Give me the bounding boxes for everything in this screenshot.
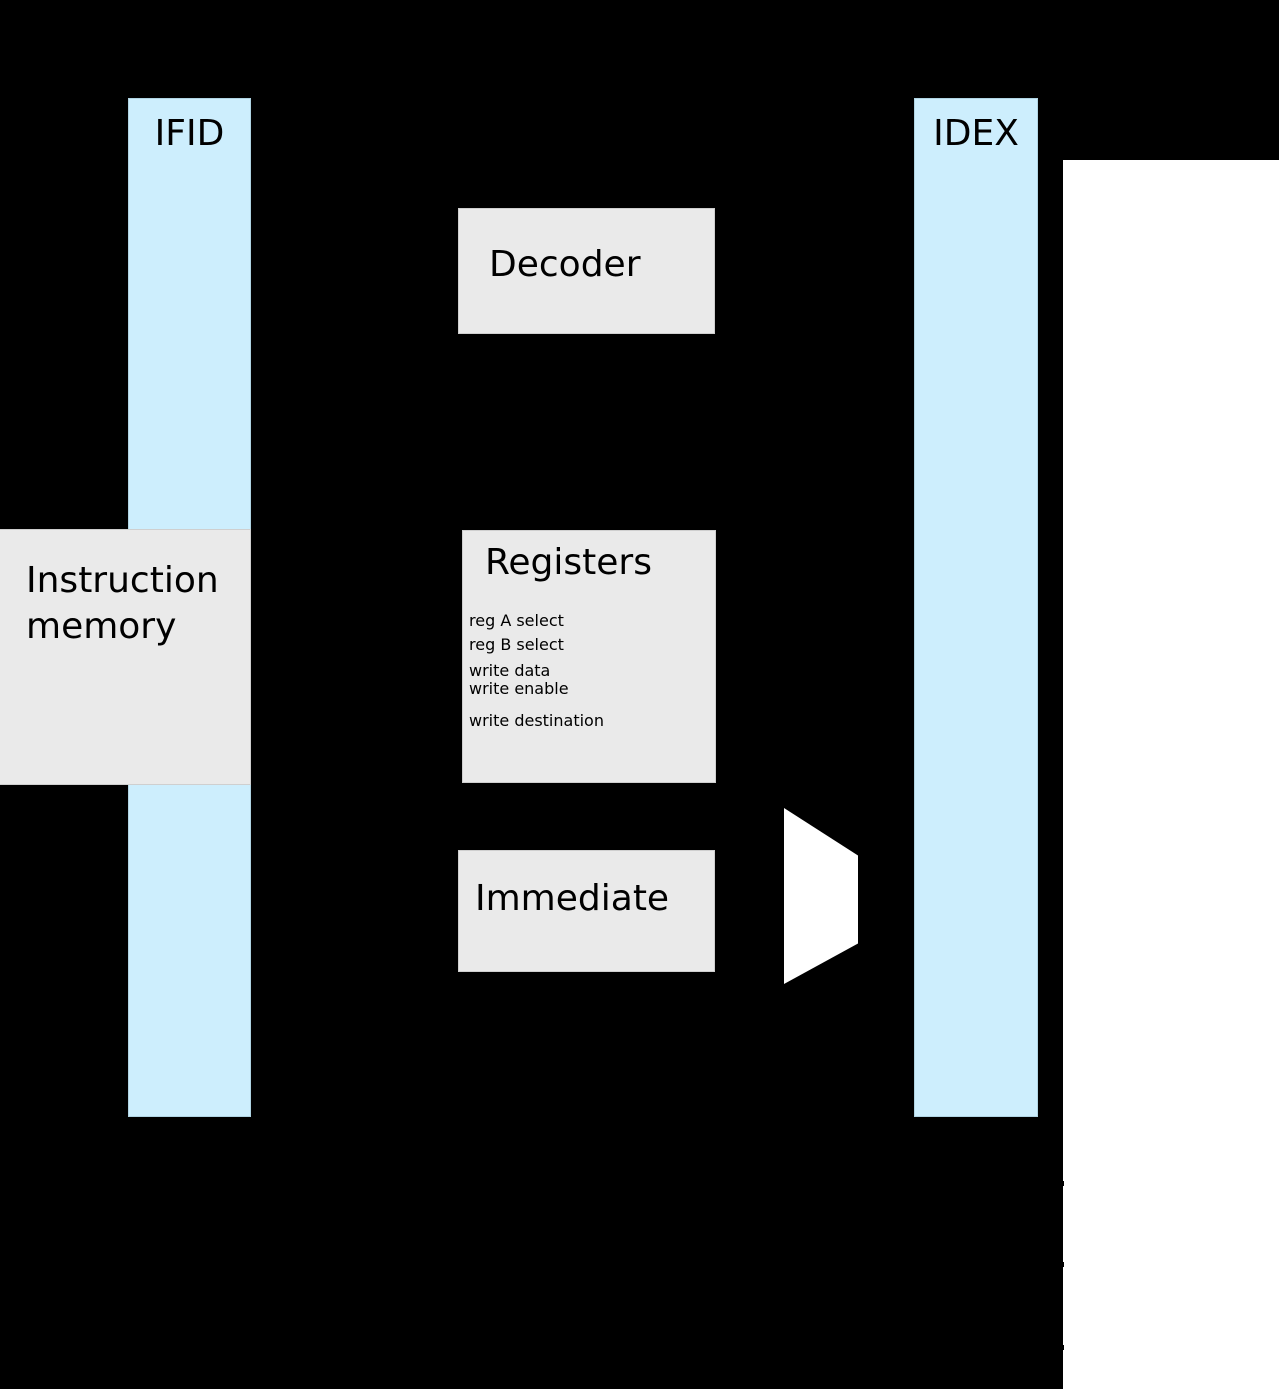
right-white-panel (1063, 160, 1279, 1389)
panel-edge-notch (1061, 1262, 1064, 1267)
registers-port-list: reg A select reg B select write data wri… (469, 613, 709, 729)
pipeline-register-idex-label: IDEX (933, 113, 1019, 154)
registers-port-write-data: write data (469, 661, 551, 680)
block-instruction-memory[interactable]: Instruction memory (0, 529, 251, 785)
block-immediate-label: Immediate (475, 878, 670, 919)
block-registers[interactable]: Registers reg A select reg B select writ… (462, 530, 716, 783)
block-decoder[interactable]: Decoder (458, 208, 715, 334)
multiplexer-shape[interactable] (784, 808, 858, 984)
registers-port-write-enable: write enable (469, 679, 569, 698)
panel-edge-notch (1061, 1181, 1064, 1186)
registers-port-reg-b-select: reg B select (469, 635, 564, 654)
registers-port-reg-a-select: reg A select (469, 611, 564, 630)
panel-edge-notch (1061, 1345, 1064, 1350)
block-immediate[interactable]: Immediate (458, 850, 715, 972)
block-registers-label: Registers (485, 542, 652, 583)
block-instruction-memory-label: Instruction memory (26, 560, 219, 648)
registers-port-write-destination: write destination (469, 711, 604, 730)
pipeline-register-idex[interactable]: IDEX (914, 98, 1038, 1117)
pipeline-register-ifid-label: IFID (154, 113, 225, 154)
block-decoder-label: Decoder (489, 244, 641, 285)
